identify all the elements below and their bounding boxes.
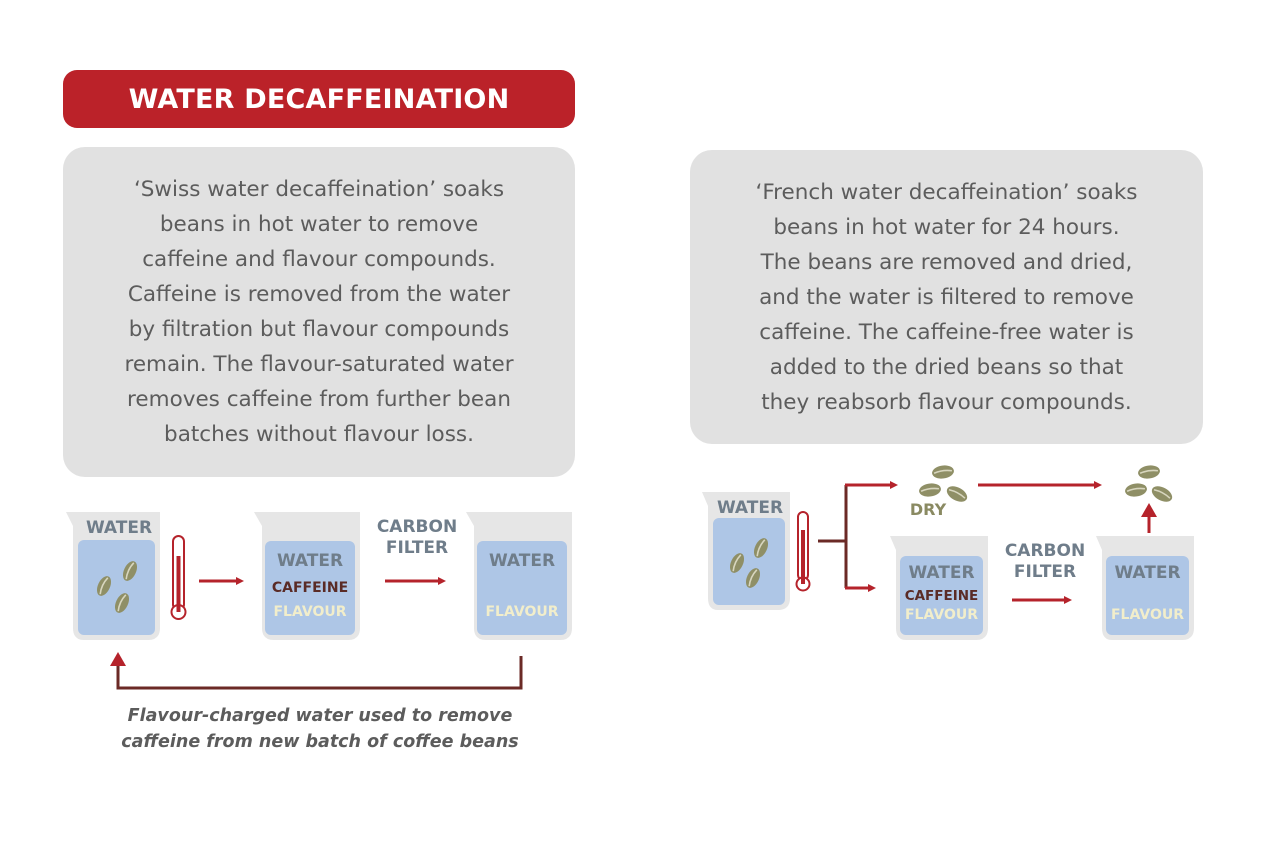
water-fill <box>900 556 983 635</box>
branch-connector <box>818 481 898 592</box>
swiss-beaker-3 <box>466 512 572 640</box>
swiss-description-box: ‘Swiss water decaffeination’ soaks beans… <box>63 147 575 477</box>
french-description-box: ‘French water decaffeination’ soaks bean… <box>690 150 1203 444</box>
french-beaker-1-label: WATER <box>716 498 784 518</box>
thermometer-icon <box>170 535 187 620</box>
french-beaker-3-water-label: WATER <box>1114 563 1181 583</box>
reabsorbed-beans-icon <box>1123 463 1176 506</box>
swiss-beaker-3-water-label: WATER <box>488 551 556 571</box>
arrow-up <box>1141 503 1157 533</box>
french-carbon-filter-label: CARBON FILTER <box>1004 541 1086 582</box>
swiss-beaker-2-caffeine-label: CAFFEINE <box>271 580 349 596</box>
french-beaker-2-caffeine-label: CAFFEINE <box>904 588 979 604</box>
dry-label: DRY <box>909 500 947 519</box>
water-fill <box>1106 556 1189 635</box>
french-beaker-3 <box>1096 536 1194 640</box>
swiss-beaker-2-water-label: WATER <box>276 551 344 571</box>
water-fill <box>78 540 155 635</box>
french-beaker-1 <box>702 492 790 610</box>
swiss-beaker-2-flavour-label: FLAVOUR <box>273 604 347 620</box>
water-fill <box>713 518 785 605</box>
loop-caption: Flavour-charged water used to remove caf… <box>121 706 519 752</box>
swiss-beaker-3-flavour-label: FLAVOUR <box>485 604 559 620</box>
french-beaker-2-flavour-label: FLAVOUR <box>904 607 978 623</box>
thermometer-icon <box>795 511 811 592</box>
swiss-beaker-1-label: WATER <box>85 518 153 538</box>
title-banner: WATER DECAFFEINATION <box>63 70 575 128</box>
page-title: WATER DECAFFEINATION <box>128 83 510 115</box>
water-fill <box>265 541 355 635</box>
dry-beans-icon <box>917 463 971 506</box>
french-beaker-3-flavour-label: FLAVOUR <box>1110 607 1184 623</box>
swiss-beaker-2 <box>254 512 360 640</box>
swiss-beaker-1 <box>66 512 160 640</box>
french-beaker-2 <box>890 536 988 640</box>
return-loop-arrow <box>110 652 523 690</box>
french-description-text: ‘French water decaffeination’ soaks bean… <box>755 179 1138 415</box>
swiss-carbon-filter-label: CARBON FILTER <box>376 517 458 558</box>
water-fill <box>477 541 567 635</box>
french-beaker-2-water-label: WATER <box>908 563 975 583</box>
swiss-description-text: ‘Swiss water decaffeination’ soaks beans… <box>124 177 514 447</box>
